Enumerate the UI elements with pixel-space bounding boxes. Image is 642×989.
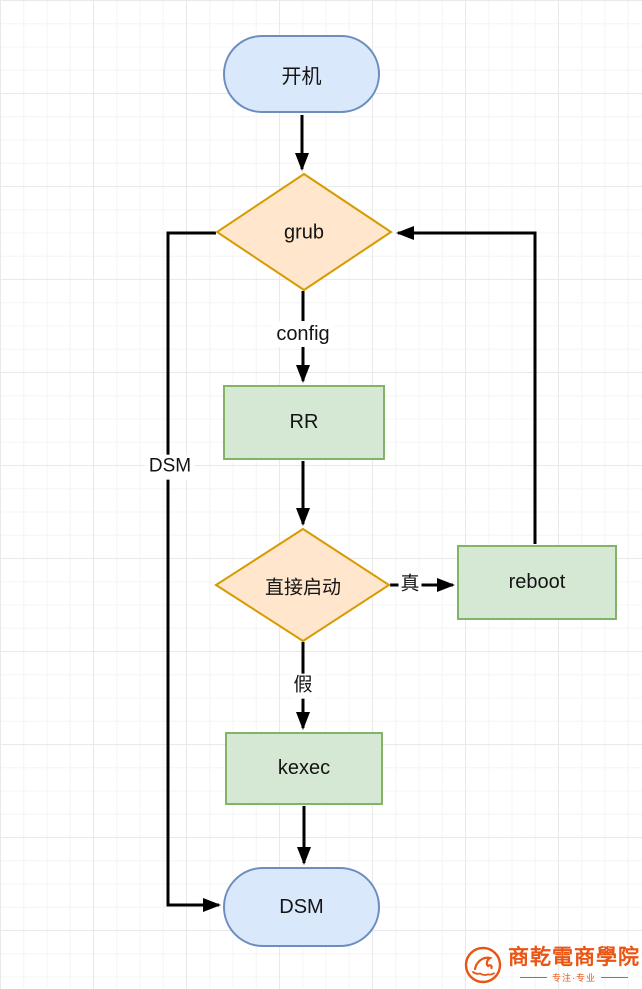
node-direct-boot-diamond <box>214 527 391 643</box>
node-grub-label: grub <box>283 221 325 244</box>
edge-grub-to-dsm <box>166 231 221 912</box>
node-direct-boot-label: 直接启动 <box>264 577 342 599</box>
node-kexec: kexec <box>225 732 383 805</box>
watermark-brand: 商乾電商學院 <box>508 944 640 969</box>
tagline-rule-left <box>520 977 547 979</box>
watermark: 商乾電商學院 专注·专业 <box>463 945 640 985</box>
node-rr: RR <box>223 385 385 460</box>
node-grub-diamond <box>215 172 393 292</box>
edge-reboot-to-grub <box>396 226 537 544</box>
node-dsm: DSM <box>223 867 380 947</box>
edge-label-dsm: DSM <box>144 454 196 480</box>
node-start-label: 开机 <box>281 65 322 88</box>
edge-label-config: config <box>272 321 334 347</box>
brand-logo-icon <box>464 946 502 984</box>
node-dsm-label: DSM <box>279 895 324 918</box>
node-rr-label: RR <box>289 411 319 433</box>
node-reboot: reboot <box>457 545 617 620</box>
node-reboot-label: reboot <box>508 571 566 593</box>
watermark-tagline-row: 专注·专业 <box>508 971 640 984</box>
watermark-text: 商乾電商學院 专注·专业 <box>508 944 640 984</box>
edge-label-false: 假 <box>291 673 315 699</box>
edge-label-true: 真 <box>398 572 422 598</box>
node-kexec-label: kexec <box>277 757 331 779</box>
tagline-rule-right <box>601 977 628 979</box>
watermark-tagline: 专注·专业 <box>552 973 596 984</box>
node-start: 开机 <box>223 35 380 113</box>
